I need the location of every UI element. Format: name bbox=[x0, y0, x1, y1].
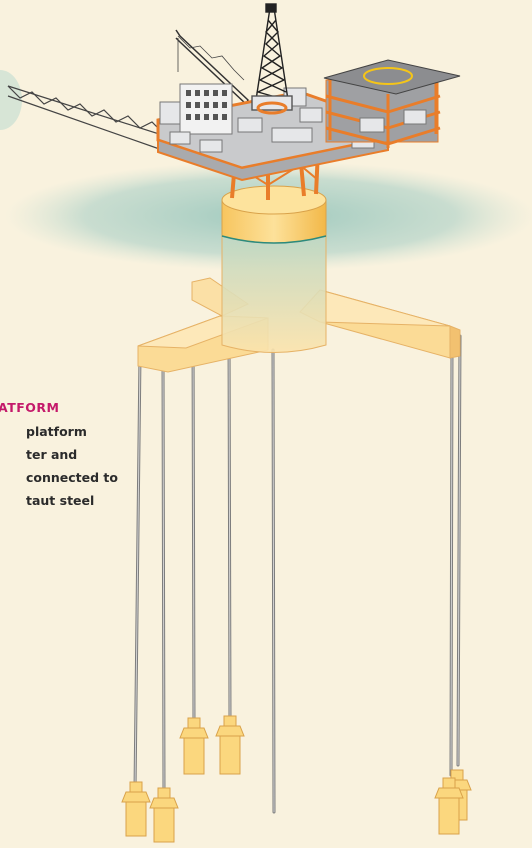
central-column bbox=[221, 185, 327, 353]
pile-3 bbox=[179, 717, 209, 775]
helideck bbox=[323, 59, 461, 95]
caption-line: taut steel bbox=[26, 493, 95, 508]
pile-6 bbox=[434, 777, 464, 835]
pile-2 bbox=[149, 787, 179, 843]
crane-boom bbox=[7, 29, 249, 153]
caption-title: ATFORM bbox=[0, 400, 60, 415]
caption: ATFORM platform ter and connected to tau… bbox=[0, 400, 138, 512]
drilling-derrick bbox=[251, 3, 293, 115]
accommodation-module bbox=[323, 59, 461, 148]
foundation-piles bbox=[121, 715, 472, 843]
tendons bbox=[133, 326, 462, 814]
caption-line: platform bbox=[26, 424, 87, 439]
pile-4 bbox=[215, 715, 245, 775]
pile-1 bbox=[121, 781, 151, 837]
caption-line: ter and bbox=[26, 447, 78, 462]
caption-line: connected to bbox=[26, 470, 118, 485]
